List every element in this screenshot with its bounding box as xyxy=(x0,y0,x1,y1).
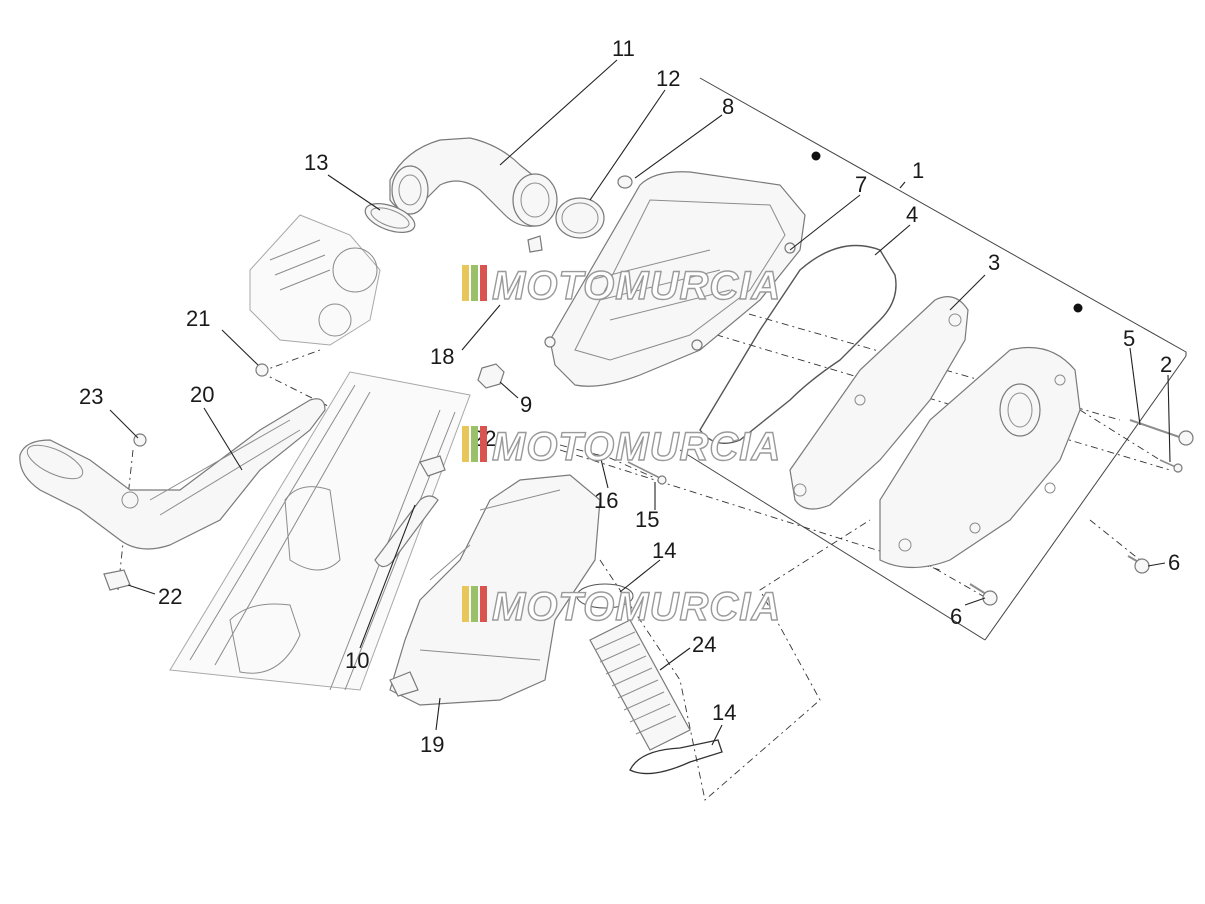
watermark-text: MOTOMURCIA xyxy=(492,585,781,629)
callout-18: 18 xyxy=(430,344,454,369)
callout-11: 11 xyxy=(612,36,635,61)
watermark-stripe xyxy=(462,586,469,622)
screw-2 xyxy=(1159,459,1183,473)
leader-lines xyxy=(109,59,1171,746)
watermark-stripe xyxy=(471,426,478,462)
callout-1: 1 xyxy=(912,158,924,183)
callout-14-upper: 14 xyxy=(652,538,676,563)
callout-4: 4 xyxy=(906,202,918,227)
throttle-body xyxy=(249,214,381,346)
watermark-stripe xyxy=(480,265,487,301)
watermark-text: MOTOMURCIA xyxy=(492,264,781,308)
watermark-middle: MOTOMURCIA xyxy=(462,424,781,470)
watermark-bottom: MOTOMURCIA xyxy=(462,584,781,630)
callout-labels: 1 2 3 4 5 6 6 7 8 9 10 11 12 13 14 14 15… xyxy=(79,36,1180,757)
callout-24: 24 xyxy=(692,632,716,657)
air-box-cover xyxy=(879,346,1081,569)
callout-5: 5 xyxy=(1123,326,1135,351)
kit-dot-lower xyxy=(1073,303,1083,313)
vehicle-frame-outline xyxy=(169,371,471,691)
callout-10: 10 xyxy=(345,648,369,673)
callout-12: 12 xyxy=(656,66,680,91)
callout-20: 20 xyxy=(190,382,214,407)
hose-clamp-14-upper xyxy=(576,583,634,609)
callout-15: 15 xyxy=(635,507,659,532)
clip-22-upper xyxy=(419,455,446,477)
watermark-top: MOTOMURCIA xyxy=(462,263,781,309)
screw-15 xyxy=(627,461,667,485)
gasket-4 xyxy=(699,244,897,444)
watermark-stripe xyxy=(480,586,487,622)
callout-8: 8 xyxy=(722,94,734,119)
watermark-stripe xyxy=(462,426,469,462)
callout-14-lower: 14 xyxy=(712,700,736,725)
nut-9 xyxy=(477,363,505,389)
callout-23: 23 xyxy=(79,384,103,409)
callout-19: 19 xyxy=(420,732,444,757)
watermark-text: MOTOMURCIA xyxy=(492,425,781,469)
intake-elbow-hose xyxy=(389,137,558,227)
intake-snorkel-20 xyxy=(19,398,326,550)
hose-clamp-12 xyxy=(555,197,605,239)
callout-6-lower: 6 xyxy=(950,604,962,629)
grommet-8 xyxy=(617,175,633,189)
callout-22-lower: 22 xyxy=(158,584,182,609)
screw-21 xyxy=(255,363,269,377)
clip-22-lower xyxy=(103,569,131,591)
screw-6-lower xyxy=(969,583,998,606)
watermark-stripe xyxy=(462,265,469,301)
callout-7: 7 xyxy=(855,172,867,197)
assembly-frame xyxy=(679,77,1187,641)
callout-16: 16 xyxy=(594,488,618,513)
callout-2: 2 xyxy=(1160,352,1172,377)
hose-clamp-14-lower xyxy=(629,739,723,775)
watermark-stripe xyxy=(471,265,478,301)
hose-clamp-13 xyxy=(364,203,416,233)
clip-upper-small xyxy=(527,235,543,253)
resonator-box-19 xyxy=(389,474,601,706)
air-box-housing xyxy=(544,171,806,387)
callout-6-right: 6 xyxy=(1168,550,1180,575)
callout-13: 13 xyxy=(304,150,328,175)
seal-10 xyxy=(374,495,439,568)
watermark-stripe xyxy=(480,426,487,462)
callout-9: 9 xyxy=(520,392,532,417)
watermark-stripe xyxy=(471,586,478,622)
callout-3: 3 xyxy=(988,250,1000,275)
bellows-hose-24 xyxy=(589,619,691,751)
kit-dot-upper xyxy=(811,151,821,161)
callout-21: 21 xyxy=(186,306,210,331)
screw-6-right xyxy=(1127,555,1150,574)
air-filter-element xyxy=(789,296,969,510)
